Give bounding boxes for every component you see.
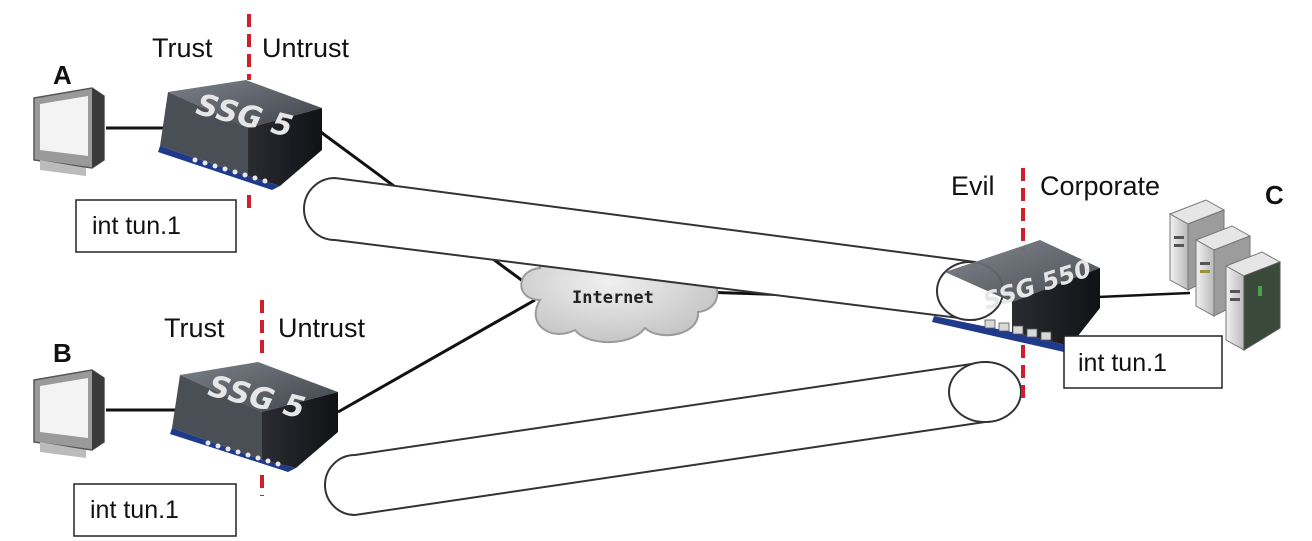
tun-label-b: int tun.1 [90, 496, 179, 524]
zone-dividers [247, 14, 1025, 496]
link-ssg550-servers [1097, 291, 1191, 299]
zone-trust-a: Trust [152, 33, 213, 63]
ssg-a-device: SSG 5 [158, 80, 322, 190]
site-b: B SSG 5 Trust Untrust int tun.1 [33, 313, 366, 537]
node-b-letter: B [53, 338, 72, 368]
zone-untrust-b: Untrust [278, 313, 366, 343]
pc-b-icon [33, 369, 105, 458]
ssg550-device: SSG 550 [932, 240, 1100, 352]
corporate-site: SSG 550 Evil Corporate int tun.1 C [932, 171, 1284, 389]
zone-evil: Evil [951, 171, 995, 201]
zone-untrust-a: Untrust [262, 33, 350, 63]
site-a: A SSG 5 Trust Untrust int tun.1 [33, 33, 350, 253]
tun-box-b: int tun.1 [73, 483, 237, 537]
servers-c-icon [1168, 199, 1282, 351]
tunnel-b-to-corp [324, 360, 1022, 517]
tun-label-a: int tun.1 [92, 212, 181, 240]
node-a-letter: A [53, 60, 72, 90]
ssg-b-device: SSG 5 [170, 362, 338, 472]
cloud-label: Internet [572, 288, 654, 308]
vpn-tunnels [303, 176, 1022, 517]
tun-box-corp: int tun.1 [1063, 335, 1223, 389]
pc-a-icon [33, 87, 105, 176]
node-c-letter: C [1265, 180, 1284, 210]
zone-trust-b: Trust [164, 313, 225, 343]
tun-label-corp: int tun.1 [1078, 349, 1167, 377]
server-tower-3 [1224, 251, 1282, 351]
link-ssg-b-internet [337, 298, 536, 414]
zone-corporate: Corporate [1040, 171, 1160, 201]
tun-box-a: int tun.1 [75, 199, 237, 253]
